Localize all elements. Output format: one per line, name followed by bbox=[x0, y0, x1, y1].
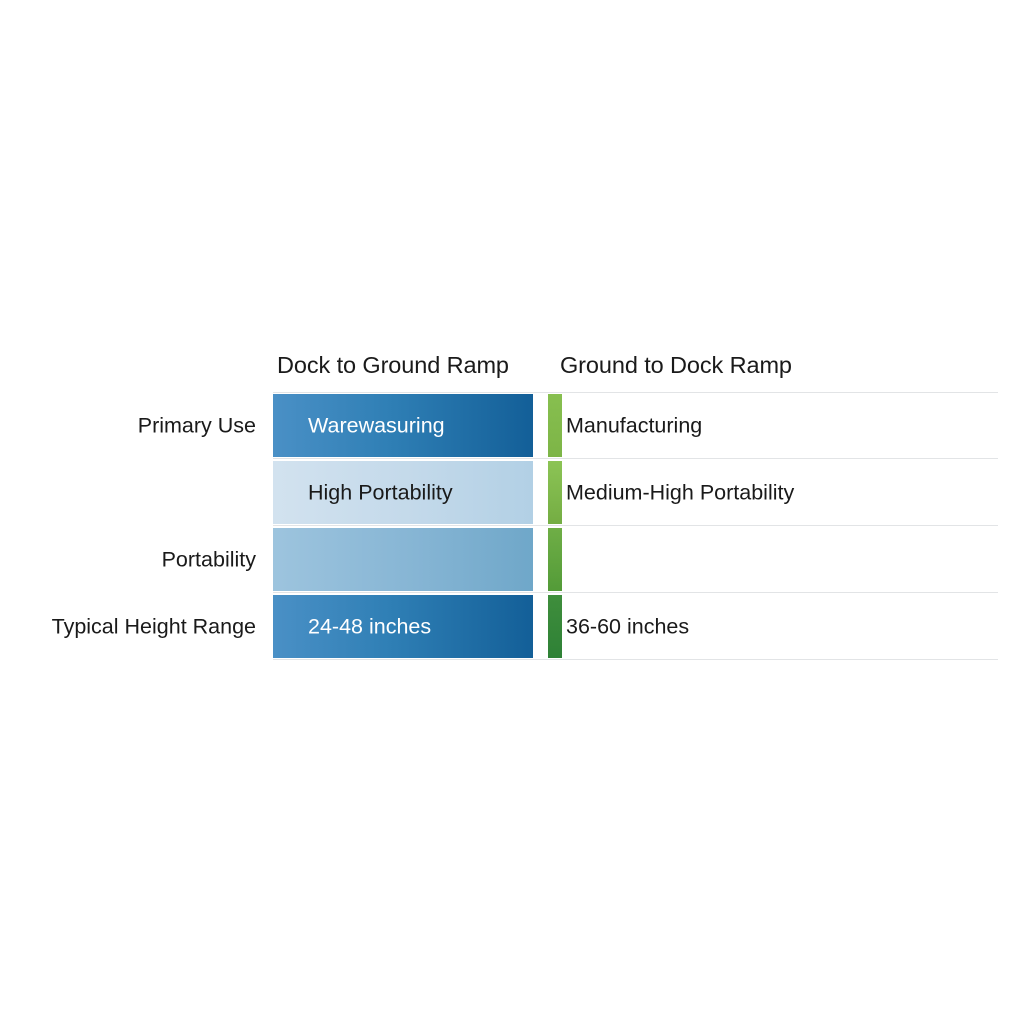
table-body: Primary Use Warewasuring Manufacturing H… bbox=[0, 392, 1024, 680]
column-header-dock-to-ground-ramp: Dock to Ground Ramp bbox=[277, 352, 509, 378]
table-row[interactable]: Portability bbox=[0, 526, 1024, 593]
row-label-typical-height-range: Typical Height Range bbox=[51, 614, 256, 638]
row-divider bbox=[273, 458, 998, 459]
table-row[interactable]: High Portability Medium-High Portability bbox=[0, 459, 1024, 526]
cell-left-text: 24-48 inches bbox=[308, 614, 432, 638]
row-label-primary-use: Primary Use bbox=[137, 413, 256, 437]
row-divider bbox=[273, 659, 998, 660]
cell-right-accent-bar bbox=[548, 528, 562, 591]
table-row[interactable]: Typical Height Range 24-48 inches 36-60 … bbox=[0, 593, 1024, 660]
cell-left-bar[interactable]: 24-48 inches bbox=[273, 595, 533, 658]
comparison-table: Dock to Ground Ramp Ground to Dock Ramp … bbox=[0, 340, 1024, 680]
cell-right-accent-bar bbox=[548, 394, 562, 457]
cell-right-accent-bar bbox=[548, 595, 562, 658]
row-label-portability: Portability bbox=[161, 547, 256, 571]
row-divider bbox=[273, 525, 998, 526]
cell-left-bar[interactable] bbox=[273, 528, 533, 591]
cell-right-accent-bar bbox=[548, 461, 562, 524]
cell-left-bar[interactable]: High Portability bbox=[273, 461, 533, 524]
row-divider bbox=[273, 392, 998, 393]
table-header-row: Dock to Ground Ramp Ground to Dock Ramp bbox=[0, 352, 1024, 396]
cell-left-text: Warewasuring bbox=[308, 413, 445, 437]
cell-left-text: High Portability bbox=[308, 480, 453, 504]
cell-right-text: Medium-High Portability bbox=[566, 480, 795, 504]
row-divider bbox=[273, 592, 998, 593]
cell-right-text: 36-60 inches bbox=[566, 614, 690, 638]
table-row[interactable]: Primary Use Warewasuring Manufacturing bbox=[0, 392, 1024, 459]
cell-right-text: Manufacturing bbox=[566, 413, 703, 437]
cell-left-bar[interactable]: Warewasuring bbox=[273, 394, 533, 457]
column-header-ground-to-dock-ramp: Ground to Dock Ramp bbox=[560, 352, 792, 378]
